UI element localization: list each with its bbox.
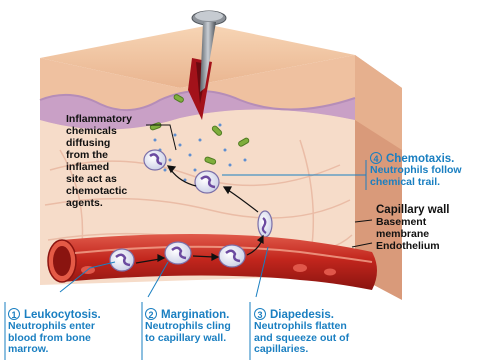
chemicals-line: Inflammatory xyxy=(66,113,156,125)
step-desc-line: chemical trail. xyxy=(370,177,462,189)
chemicals-line: chemicals xyxy=(66,125,156,137)
chemicals-line: from the xyxy=(66,149,156,161)
capillary-label-item: Endothelium xyxy=(376,240,450,252)
chemicals-line: chemotactic xyxy=(66,185,156,197)
step-desc-line: to capillary wall. xyxy=(145,333,231,345)
chemicals-line: site act as xyxy=(66,173,156,185)
capillary-wall-labels: Capillary wall Basement membrane Endothe… xyxy=(376,204,450,252)
step-number: 3 xyxy=(254,308,266,320)
step-number: 1 xyxy=(8,308,20,320)
step-number: 2 xyxy=(145,308,157,320)
step-desc-line: capillaries. xyxy=(254,344,349,356)
step-desc-line: Neutrophils cling xyxy=(145,321,231,333)
chemicals-line: inflamed xyxy=(66,161,156,173)
chemicals-label: Inflammatory chemicals diffusing from th… xyxy=(66,113,156,209)
step-desc-line: marrow. xyxy=(8,344,101,356)
capillary-label-item: Basement xyxy=(376,216,450,228)
capillary-label-item: membrane xyxy=(376,228,450,240)
step-desc-line: Neutrophils enter xyxy=(8,321,101,333)
capillary-wall-title: Capillary wall xyxy=(376,204,450,216)
step-desc-line: Neutrophils flatten xyxy=(254,321,349,333)
chemicals-line: agents. xyxy=(66,197,156,209)
step-desc-line: Neutrophils follow xyxy=(370,165,462,177)
step-number: 4 xyxy=(370,152,382,164)
chemicals-line: diffusing xyxy=(66,137,156,149)
